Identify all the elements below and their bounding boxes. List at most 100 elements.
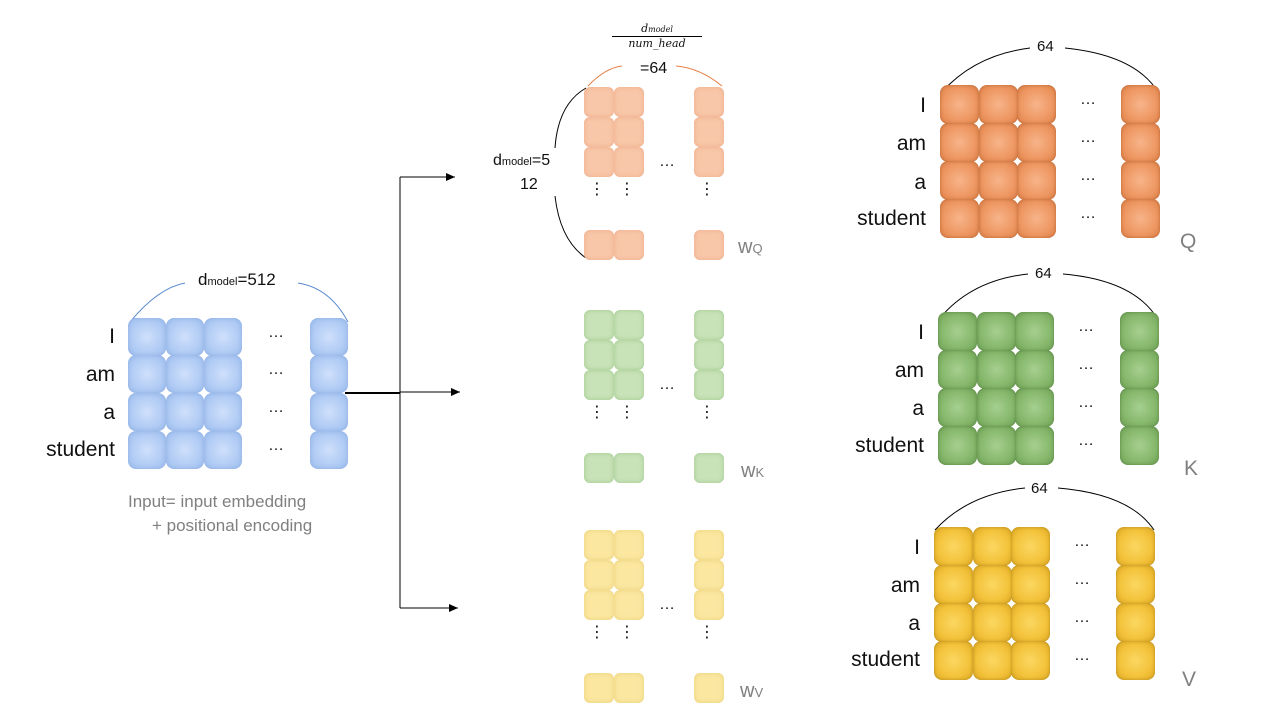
input-cell-r1-c1 [166, 355, 204, 393]
q-width-label: 64 [1037, 38, 1054, 55]
wk-cell-r2-c0 [584, 370, 614, 400]
wv-cell-r1-c0 [584, 560, 614, 590]
q-word-0: I [920, 94, 926, 117]
wv-vdots-2: ⋮ [699, 624, 715, 641]
wq-cell-r2-c1 [614, 147, 644, 177]
k-word-2: a [912, 397, 924, 420]
wv-cell-r1-c1 [614, 560, 644, 590]
v-cell-r0-c0 [934, 527, 973, 566]
k-ellipsis-r2: … [1078, 394, 1094, 411]
k-width-label: 64 [1035, 265, 1052, 282]
input-ellipsis-r2: … [268, 399, 284, 416]
wk-cell-r1-c1 [614, 340, 644, 370]
input-ellipsis-r3: … [268, 437, 284, 454]
input-caption-line1: Input= input embedding [128, 492, 307, 511]
k-cell-r1-c3 [1120, 350, 1159, 389]
wv-cell-last-c0 [584, 673, 614, 703]
input-cell-r2-c3 [310, 393, 348, 431]
wk-vdots-2: ⋮ [699, 404, 715, 421]
q-name-label: Q [1180, 230, 1197, 253]
wq-cell-r2-c0 [584, 147, 614, 177]
q-cell-r0-c2 [1017, 85, 1056, 124]
weight-height-label: dmodel=5 [493, 152, 551, 169]
input-cell-r3-c0 [128, 431, 166, 469]
weight-height-arc [554, 87, 587, 259]
head-dim-fraction: dmodel num_head [612, 22, 702, 50]
q-cell-r3-c1 [979, 199, 1018, 238]
input-cell-r0-c2 [204, 318, 242, 356]
wv-label: wV [740, 680, 764, 702]
input-cell-r0-c0 [128, 318, 166, 356]
input-width-label: dmodel=512 [198, 270, 276, 289]
wk-vdots-1: ⋮ [619, 404, 635, 421]
v-cell-r1-c0 [934, 565, 973, 604]
k-cell-r3-c1 [977, 426, 1016, 465]
wq-cell-r0-c0 [584, 87, 614, 117]
k-word-3: student [855, 434, 924, 457]
input-cell-r2-c0 [128, 393, 166, 431]
q-cell-r1-c2 [1017, 123, 1056, 162]
k-cell-r2-c3 [1120, 388, 1159, 427]
wv-vdots-1: ⋮ [619, 624, 635, 641]
v-name-label: V [1182, 668, 1197, 691]
wq-ellipsis: … [659, 153, 675, 170]
wq-cell-r0-c1 [614, 87, 644, 117]
k-cell-r2-c0 [938, 388, 977, 427]
wk-cell-r0-c0 [584, 310, 614, 340]
wv-cell-r1-c2 [694, 560, 724, 590]
v-cell-r0-c1 [973, 527, 1012, 566]
input-word-0: I [109, 325, 115, 348]
v-cell-r2-c0 [934, 603, 973, 642]
q-ellipsis-r0: … [1080, 91, 1096, 108]
wv-cell-r0-c1 [614, 530, 644, 560]
input-cell-r1-c3 [310, 355, 348, 393]
input-ellipsis-r1: … [268, 361, 284, 378]
v-cell-r3-c2 [1011, 641, 1050, 680]
q-cell-r2-c0 [940, 161, 979, 200]
k-cell-r0-c0 [938, 312, 977, 351]
k-cell-r0-c2 [1015, 312, 1054, 351]
q-cell-r1-c0 [940, 123, 979, 162]
q-ellipsis-r3: … [1080, 205, 1096, 222]
k-cell-r1-c1 [977, 350, 1016, 389]
v-width-arc [934, 487, 1155, 531]
q-cell-r1-c3 [1121, 123, 1160, 162]
input-cell-r2-c2 [204, 393, 242, 431]
wq-cell-last-c2 [694, 230, 724, 260]
q-cell-r3-c0 [940, 199, 979, 238]
v-ellipsis-r3: … [1074, 647, 1090, 664]
v-cell-r2-c1 [973, 603, 1012, 642]
wk-cell-r2-c1 [614, 370, 644, 400]
v-cell-r1-c2 [1011, 565, 1050, 604]
v-cell-r3-c0 [934, 641, 973, 680]
input-cell-r3-c3 [310, 431, 348, 469]
input-width-arc [129, 282, 349, 323]
wv-ellipsis: … [659, 596, 675, 613]
wk-cell-r0-c2 [694, 310, 724, 340]
v-ellipsis-r1: … [1074, 571, 1090, 588]
v-cell-r1-c3 [1116, 565, 1155, 604]
v-word-1: am [890, 574, 920, 597]
input-word-2: a [103, 401, 115, 424]
v-cell-r3-c3 [1116, 641, 1155, 680]
wv-cell-r2-c2 [694, 590, 724, 620]
input-cell-r3-c2 [204, 431, 242, 469]
k-word-1: am [894, 359, 924, 382]
wq-cell-last-c0 [584, 230, 614, 260]
wk-ellipsis: … [659, 376, 675, 393]
q-cell-r3-c2 [1017, 199, 1056, 238]
q-cell-r0-c1 [979, 85, 1018, 124]
wv-cell-last-c1 [614, 673, 644, 703]
weight-height-value2: 12 [520, 176, 538, 193]
k-width-arc [939, 273, 1158, 319]
wq-cell-last-c1 [614, 230, 644, 260]
q-cell-r0-c3 [1121, 85, 1160, 124]
wk-cell-r1-c0 [584, 340, 614, 370]
wv-cell-r2-c1 [614, 590, 644, 620]
q-cell-r2-c1 [979, 161, 1018, 200]
wq-cell-r1-c0 [584, 117, 614, 147]
k-name-label: K [1184, 457, 1199, 480]
head-dim-denominator: num_head [628, 37, 686, 50]
q-cell-r2-c3 [1121, 161, 1160, 200]
